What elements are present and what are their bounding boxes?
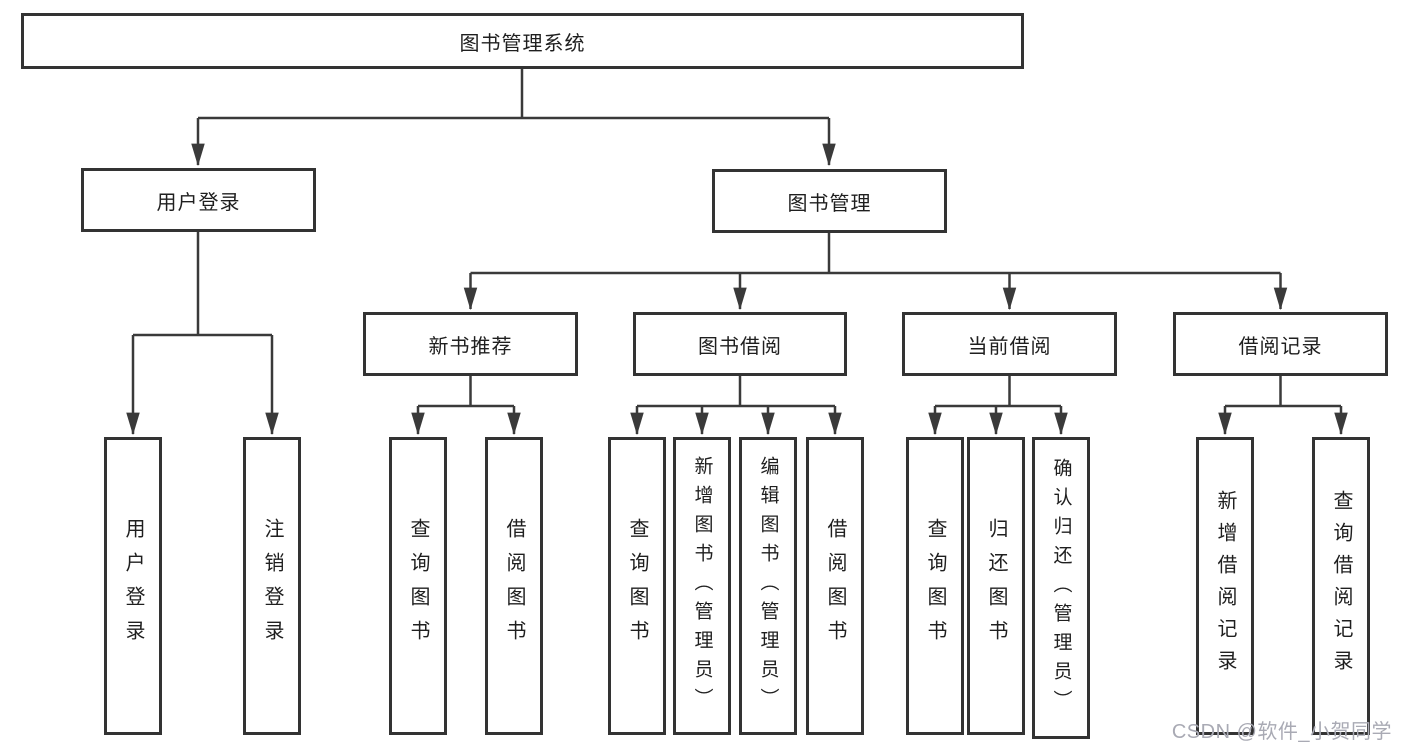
leaf-add-books-admin: 新增图书（管理员） (673, 437, 731, 735)
leaf-query-books-borrow: 查询图书 (608, 437, 666, 735)
node-root-system: 图书管理系统 (21, 13, 1024, 69)
leaf-logout: 注销登录 (243, 437, 301, 735)
node-current-borrowing: 当前借阅 (902, 312, 1117, 376)
leaf-edit-books-admin: 编辑图书（管理员） (739, 437, 797, 735)
leaf-query-borrow-record: 查询借阅记录 (1312, 437, 1370, 735)
leaf-user-login: 用户登录 (104, 437, 162, 735)
leaf-confirm-return-admin: 确认归还（管理员） (1032, 437, 1090, 739)
node-book-borrowing: 图书借阅 (633, 312, 847, 376)
node-user-login: 用户登录 (81, 168, 316, 232)
leaf-add-borrow-record: 新增借阅记录 (1196, 437, 1254, 735)
node-book-management: 图书管理 (712, 169, 947, 233)
connector-root-bus (198, 69, 829, 120)
csdn-watermark: CSDN @软件_小贺同学 (1171, 721, 1392, 743)
connector-borrow-record-bus (1225, 376, 1341, 408)
leaf-query-books-current: 查询图书 (906, 437, 964, 735)
leaf-query-books-recommend: 查询图书 (389, 437, 447, 735)
leaf-return-books: 归还图书 (967, 437, 1025, 735)
connector-book-borrow-bus (637, 375, 835, 408)
connector-new-book-bus (418, 376, 514, 408)
node-borrowing-records: 借阅记录 (1173, 312, 1388, 376)
connector-user-login-bus (133, 232, 272, 337)
connector-book-mgmt-bus (470, 233, 1281, 275)
node-new-book-recommend: 新书推荐 (363, 312, 578, 376)
leaf-borrow-books: 借阅图书 (806, 437, 864, 735)
leaf-borrow-books-recommend: 借阅图书 (485, 437, 543, 735)
connector-current-borrow-bus (935, 375, 1061, 408)
